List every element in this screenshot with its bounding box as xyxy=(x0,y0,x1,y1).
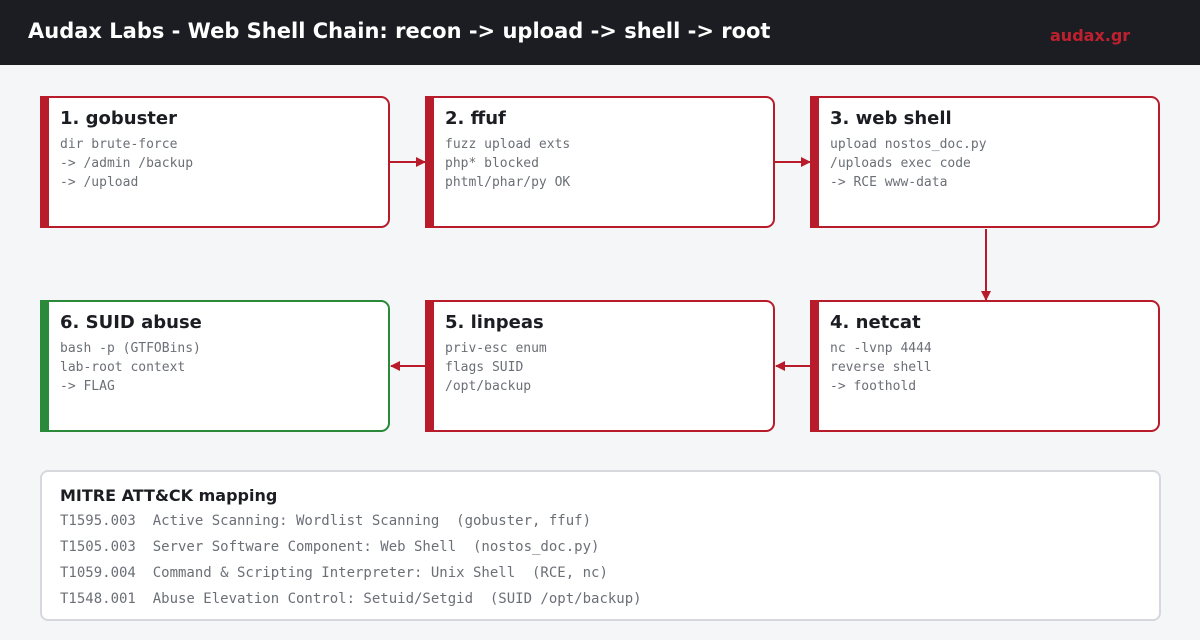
mitre-row: T1595.003 Active Scanning: Wordlist Scan… xyxy=(60,513,592,529)
step-line: /opt/backup xyxy=(445,379,532,394)
step-title: 4. netcat xyxy=(830,312,921,333)
step-card-web-shell: 3. web shell upload nostos_doc.py /uploa… xyxy=(810,96,1160,228)
step-line: php* blocked xyxy=(445,156,539,171)
step-line: -> foothold xyxy=(830,379,917,394)
step-line: reverse shell xyxy=(830,360,932,375)
header-bar: Audax Labs - Web Shell Chain: recon -> u… xyxy=(0,0,1200,65)
page-title: Audax Labs - Web Shell Chain: recon -> u… xyxy=(28,19,771,43)
step-title: 5. linpeas xyxy=(445,312,544,333)
mitre-title: MITRE ATT&CK mapping xyxy=(60,486,278,505)
mitre-row: T1548.001 Abuse Elevation Control: Setui… xyxy=(60,591,642,607)
step-card-gobuster: 1. gobuster dir brute-force -> /admin /b… xyxy=(40,96,390,228)
step-line: -> /upload xyxy=(60,175,139,190)
step-title: 2. ffuf xyxy=(445,108,506,129)
step-line: phtml/phar/py OK xyxy=(445,175,571,190)
step-line: upload nostos_doc.py xyxy=(830,137,987,152)
step-line: -> /admin /backup xyxy=(60,156,194,171)
step-card-linpeas: 5. linpeas priv-esc enum flags SUID /opt… xyxy=(425,300,775,432)
step-line: bash -p (GTFOBins) xyxy=(60,341,201,356)
step-card-suid-abuse: 6. SUID abuse bash -p (GTFOBins) lab-roo… xyxy=(40,300,390,432)
step-line: priv-esc enum xyxy=(445,341,547,356)
mitre-mapping-panel: MITRE ATT&CK mapping T1595.003 Active Sc… xyxy=(40,470,1161,621)
step-line: flags SUID xyxy=(445,360,524,375)
step-line: fuzz upload exts xyxy=(445,137,571,152)
step-line: /uploads exec code xyxy=(830,156,971,171)
step-title: 1. gobuster xyxy=(60,108,177,129)
brand-label: audax.gr xyxy=(1050,26,1131,45)
step-card-netcat: 4. netcat nc -lvnp 4444 reverse shell ->… xyxy=(810,300,1160,432)
mitre-row: T1059.004 Command & Scripting Interprete… xyxy=(60,565,608,581)
step-card-ffuf: 2. ffuf fuzz upload exts php* blocked ph… xyxy=(425,96,775,228)
step-line: dir brute-force xyxy=(60,137,178,152)
step-title: 3. web shell xyxy=(830,108,952,129)
step-line: nc -lvnp 4444 xyxy=(830,341,932,356)
step-line: -> FLAG xyxy=(60,379,115,394)
mitre-row: T1505.003 Server Software Component: Web… xyxy=(60,539,600,555)
step-line: lab-root context xyxy=(60,360,186,375)
step-title: 6. SUID abuse xyxy=(60,312,202,333)
step-line: -> RCE www-data xyxy=(830,175,948,190)
